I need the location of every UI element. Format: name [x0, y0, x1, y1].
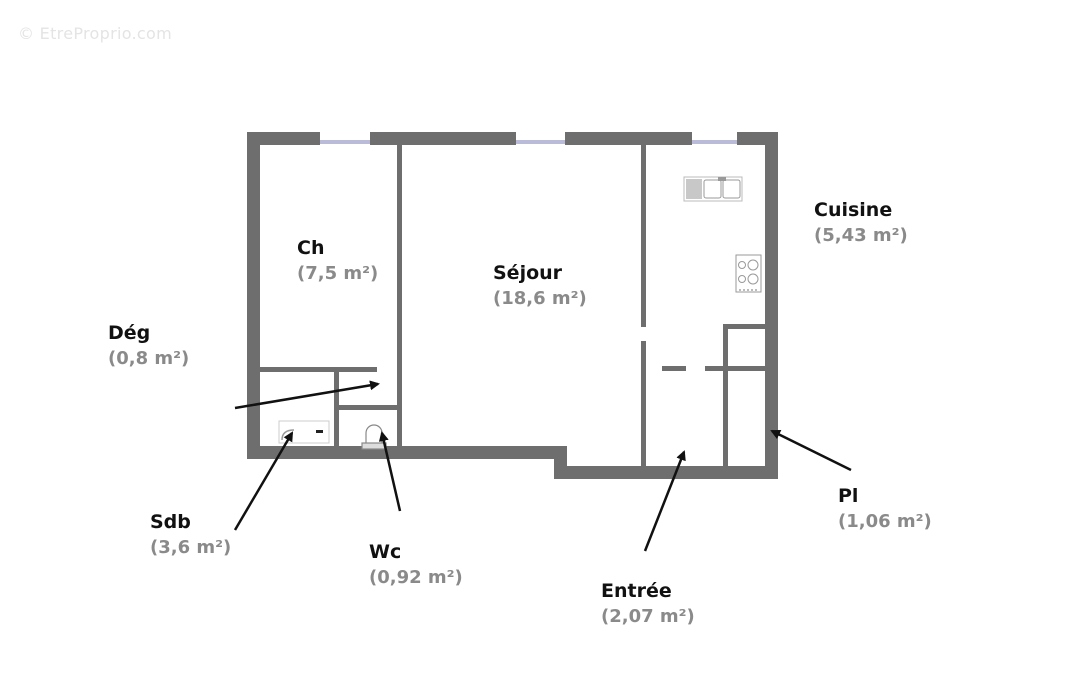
room-area: (5,43 m²)	[814, 224, 908, 246]
room-name: Pl	[838, 485, 859, 507]
room-name: Entrée	[601, 580, 672, 602]
exterior-walls	[247, 132, 778, 479]
room-label-deg: Dég (0,8 m²)	[108, 321, 189, 371]
cooktop-icon	[735, 254, 762, 293]
room-label-entree: Entrée (2,07 m²)	[601, 579, 695, 629]
arrow-wc	[378, 431, 402, 512]
arrow-pl	[770, 429, 852, 472]
room-area: (0,8 m²)	[108, 347, 190, 369]
room-label-sejour: Séjour (18,6 m²)	[493, 261, 587, 311]
arrow-sdb	[233, 431, 294, 531]
arrow-deg	[234, 380, 380, 410]
room-label-ch: Ch (7,5 m²)	[297, 236, 378, 286]
kitchen-sink-icon	[683, 176, 743, 202]
bathtub-icon	[278, 420, 330, 444]
annotation-arrows	[233, 380, 852, 552]
room-area: (7,5 m²)	[297, 262, 379, 284]
arrow-entree	[643, 450, 686, 552]
room-name: Ch	[297, 237, 325, 259]
interior-walls	[259, 144, 767, 469]
room-name: Dég	[108, 322, 151, 344]
watermark: © EtreProprio.com	[18, 24, 172, 43]
room-area: (1,06 m²)	[838, 510, 932, 532]
windows	[320, 140, 737, 144]
room-name: Sdb	[150, 511, 191, 533]
room-area: (18,6 m²)	[493, 287, 587, 309]
room-area: (2,07 m²)	[601, 605, 695, 627]
room-name: Wc	[369, 541, 402, 563]
room-label-sdb: Sdb (3,6 m²)	[150, 510, 231, 560]
room-name: Cuisine	[814, 199, 893, 221]
room-name: Séjour	[493, 262, 563, 284]
room-area: (3,6 m²)	[150, 536, 232, 558]
room-area: (0,92 m²)	[369, 566, 463, 588]
room-label-wc: Wc (0,92 m²)	[369, 540, 463, 590]
room-label-pl: Pl (1,06 m²)	[838, 484, 932, 534]
room-label-cuisine: Cuisine (5,43 m²)	[814, 198, 908, 248]
